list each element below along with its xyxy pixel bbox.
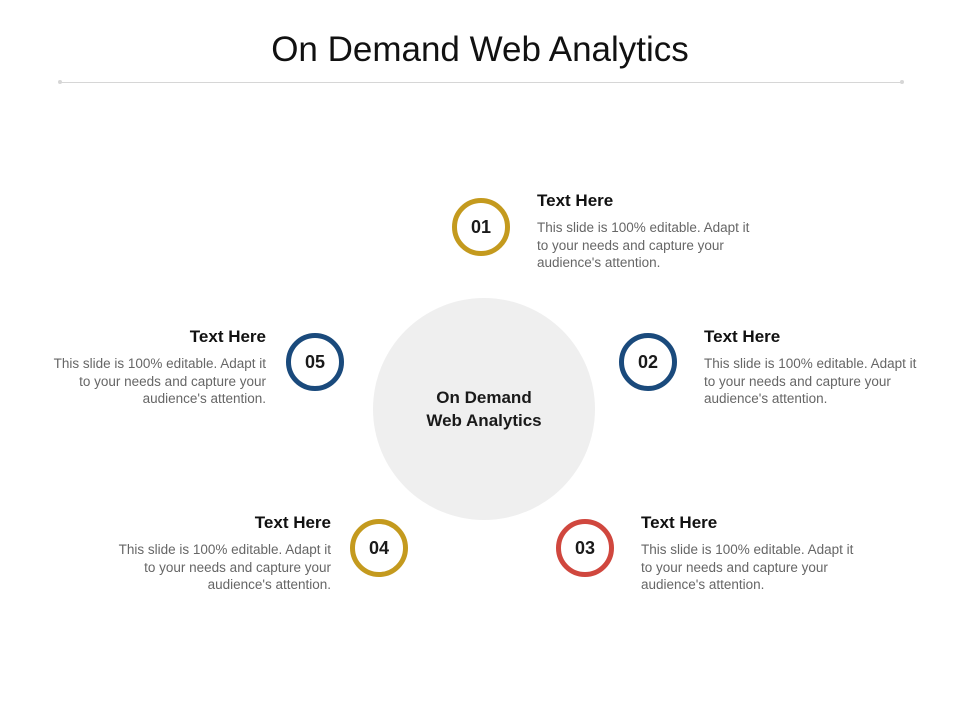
text-block-02-desc: This slide is 100% editable. Adapt it to… [704, 356, 917, 406]
number-label-03: 03 [574, 537, 596, 558]
center-hub-line1: On Demand [436, 388, 532, 407]
text-block-01: Text Here This slide is 100% editable. A… [537, 191, 762, 272]
center-hub: On Demand Web Analytics [373, 298, 595, 520]
text-block-05: Text Here This slide is 100% editable. A… [41, 327, 266, 408]
center-hub-line2: Web Analytics [426, 411, 542, 430]
text-block-02-heading: Text Here [704, 327, 781, 346]
text-block-05-desc: This slide is 100% editable. Adapt it to… [53, 356, 266, 406]
number-ring-03: 03 [556, 519, 614, 577]
text-block-03: Text Here This slide is 100% editable. A… [641, 513, 866, 594]
text-block-04-heading: Text Here [254, 513, 331, 532]
number-ring-05: 05 [286, 333, 344, 391]
text-block-01-desc: This slide is 100% editable. Adapt it to… [537, 220, 750, 270]
number-ring-04: 04 [350, 519, 408, 577]
number-label-02: 02 [637, 351, 659, 372]
title-divider [58, 80, 904, 84]
number-label-04: 04 [368, 537, 390, 558]
number-label-05: 05 [304, 351, 326, 372]
text-block-02: Text Here This slide is 100% editable. A… [704, 327, 929, 408]
number-ring-01: 01 [452, 198, 510, 256]
number-label-01: 01 [470, 216, 492, 237]
slide-title: On Demand Web Analytics [271, 30, 689, 69]
text-block-04-desc: This slide is 100% editable. Adapt it to… [118, 542, 331, 592]
text-block-04: Text Here This slide is 100% editable. A… [106, 513, 331, 594]
text-block-03-heading: Text Here [641, 513, 718, 532]
text-block-03-desc: This slide is 100% editable. Adapt it to… [641, 542, 854, 592]
text-block-05-heading: Text Here [189, 327, 266, 346]
text-block-01-heading: Text Here [537, 191, 614, 210]
number-ring-02: 02 [619, 333, 677, 391]
